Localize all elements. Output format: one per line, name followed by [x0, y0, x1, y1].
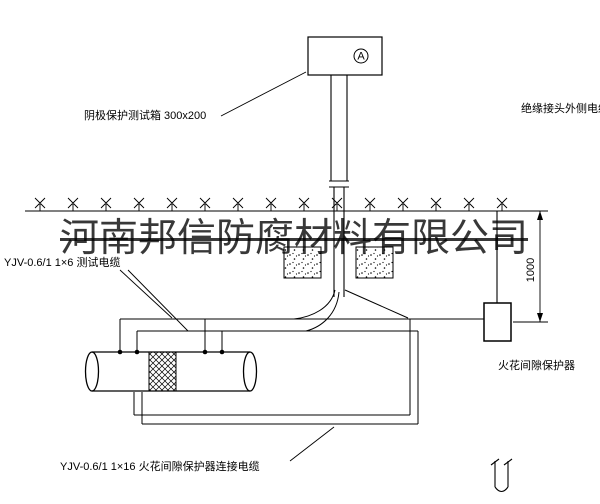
test-cable-leader-2 — [127, 269, 189, 332]
test-cable-label: YJV-0.6/1 1×6 测试电缆 — [4, 256, 120, 269]
cable-runs — [119, 289, 484, 425]
test-cable-leader-1 — [119, 269, 173, 319]
meter-circle-icon — [353, 48, 369, 64]
protector-box — [483, 302, 512, 342]
concrete-block-right — [355, 246, 394, 279]
ground-hatch-marks — [34, 197, 508, 211]
ground-line-group — [25, 197, 548, 212]
spark-gap-protector-label: 火花间隙保护器 — [498, 358, 575, 372]
pipe-section-symbol — [490, 458, 513, 493]
test-box-label: 阴极保护测试箱 300x200 — [84, 108, 206, 122]
test-box-outline — [307, 36, 383, 76]
protector-cable-label: YJV-0.6/1 1×16 火花间隙保护器连接电缆 — [60, 459, 260, 473]
pipe-end-left — [84, 351, 100, 392]
test-box-leader — [220, 71, 307, 117]
insulated-joint-cable-label: 绝缘接头外侧电缆 — [521, 101, 600, 115]
conduit-riser — [329, 75, 349, 297]
concrete-blocks — [283, 246, 394, 279]
insulating-joint-hatch — [148, 351, 177, 392]
pipeline — [84, 349, 258, 392]
spark-gap-protector — [483, 211, 512, 342]
dimension-1000-text: 1000 — [525, 258, 537, 282]
pipe-end-right — [242, 351, 258, 392]
meter-symbol: A — [357, 51, 365, 63]
protector-cable-leader — [289, 426, 335, 462]
test-box: A — [307, 36, 383, 76]
concrete-block-left — [283, 246, 322, 279]
leader-lines — [119, 71, 335, 462]
dimension-1000: 1000 — [513, 211, 548, 323]
cable-lugs — [117, 349, 225, 355]
